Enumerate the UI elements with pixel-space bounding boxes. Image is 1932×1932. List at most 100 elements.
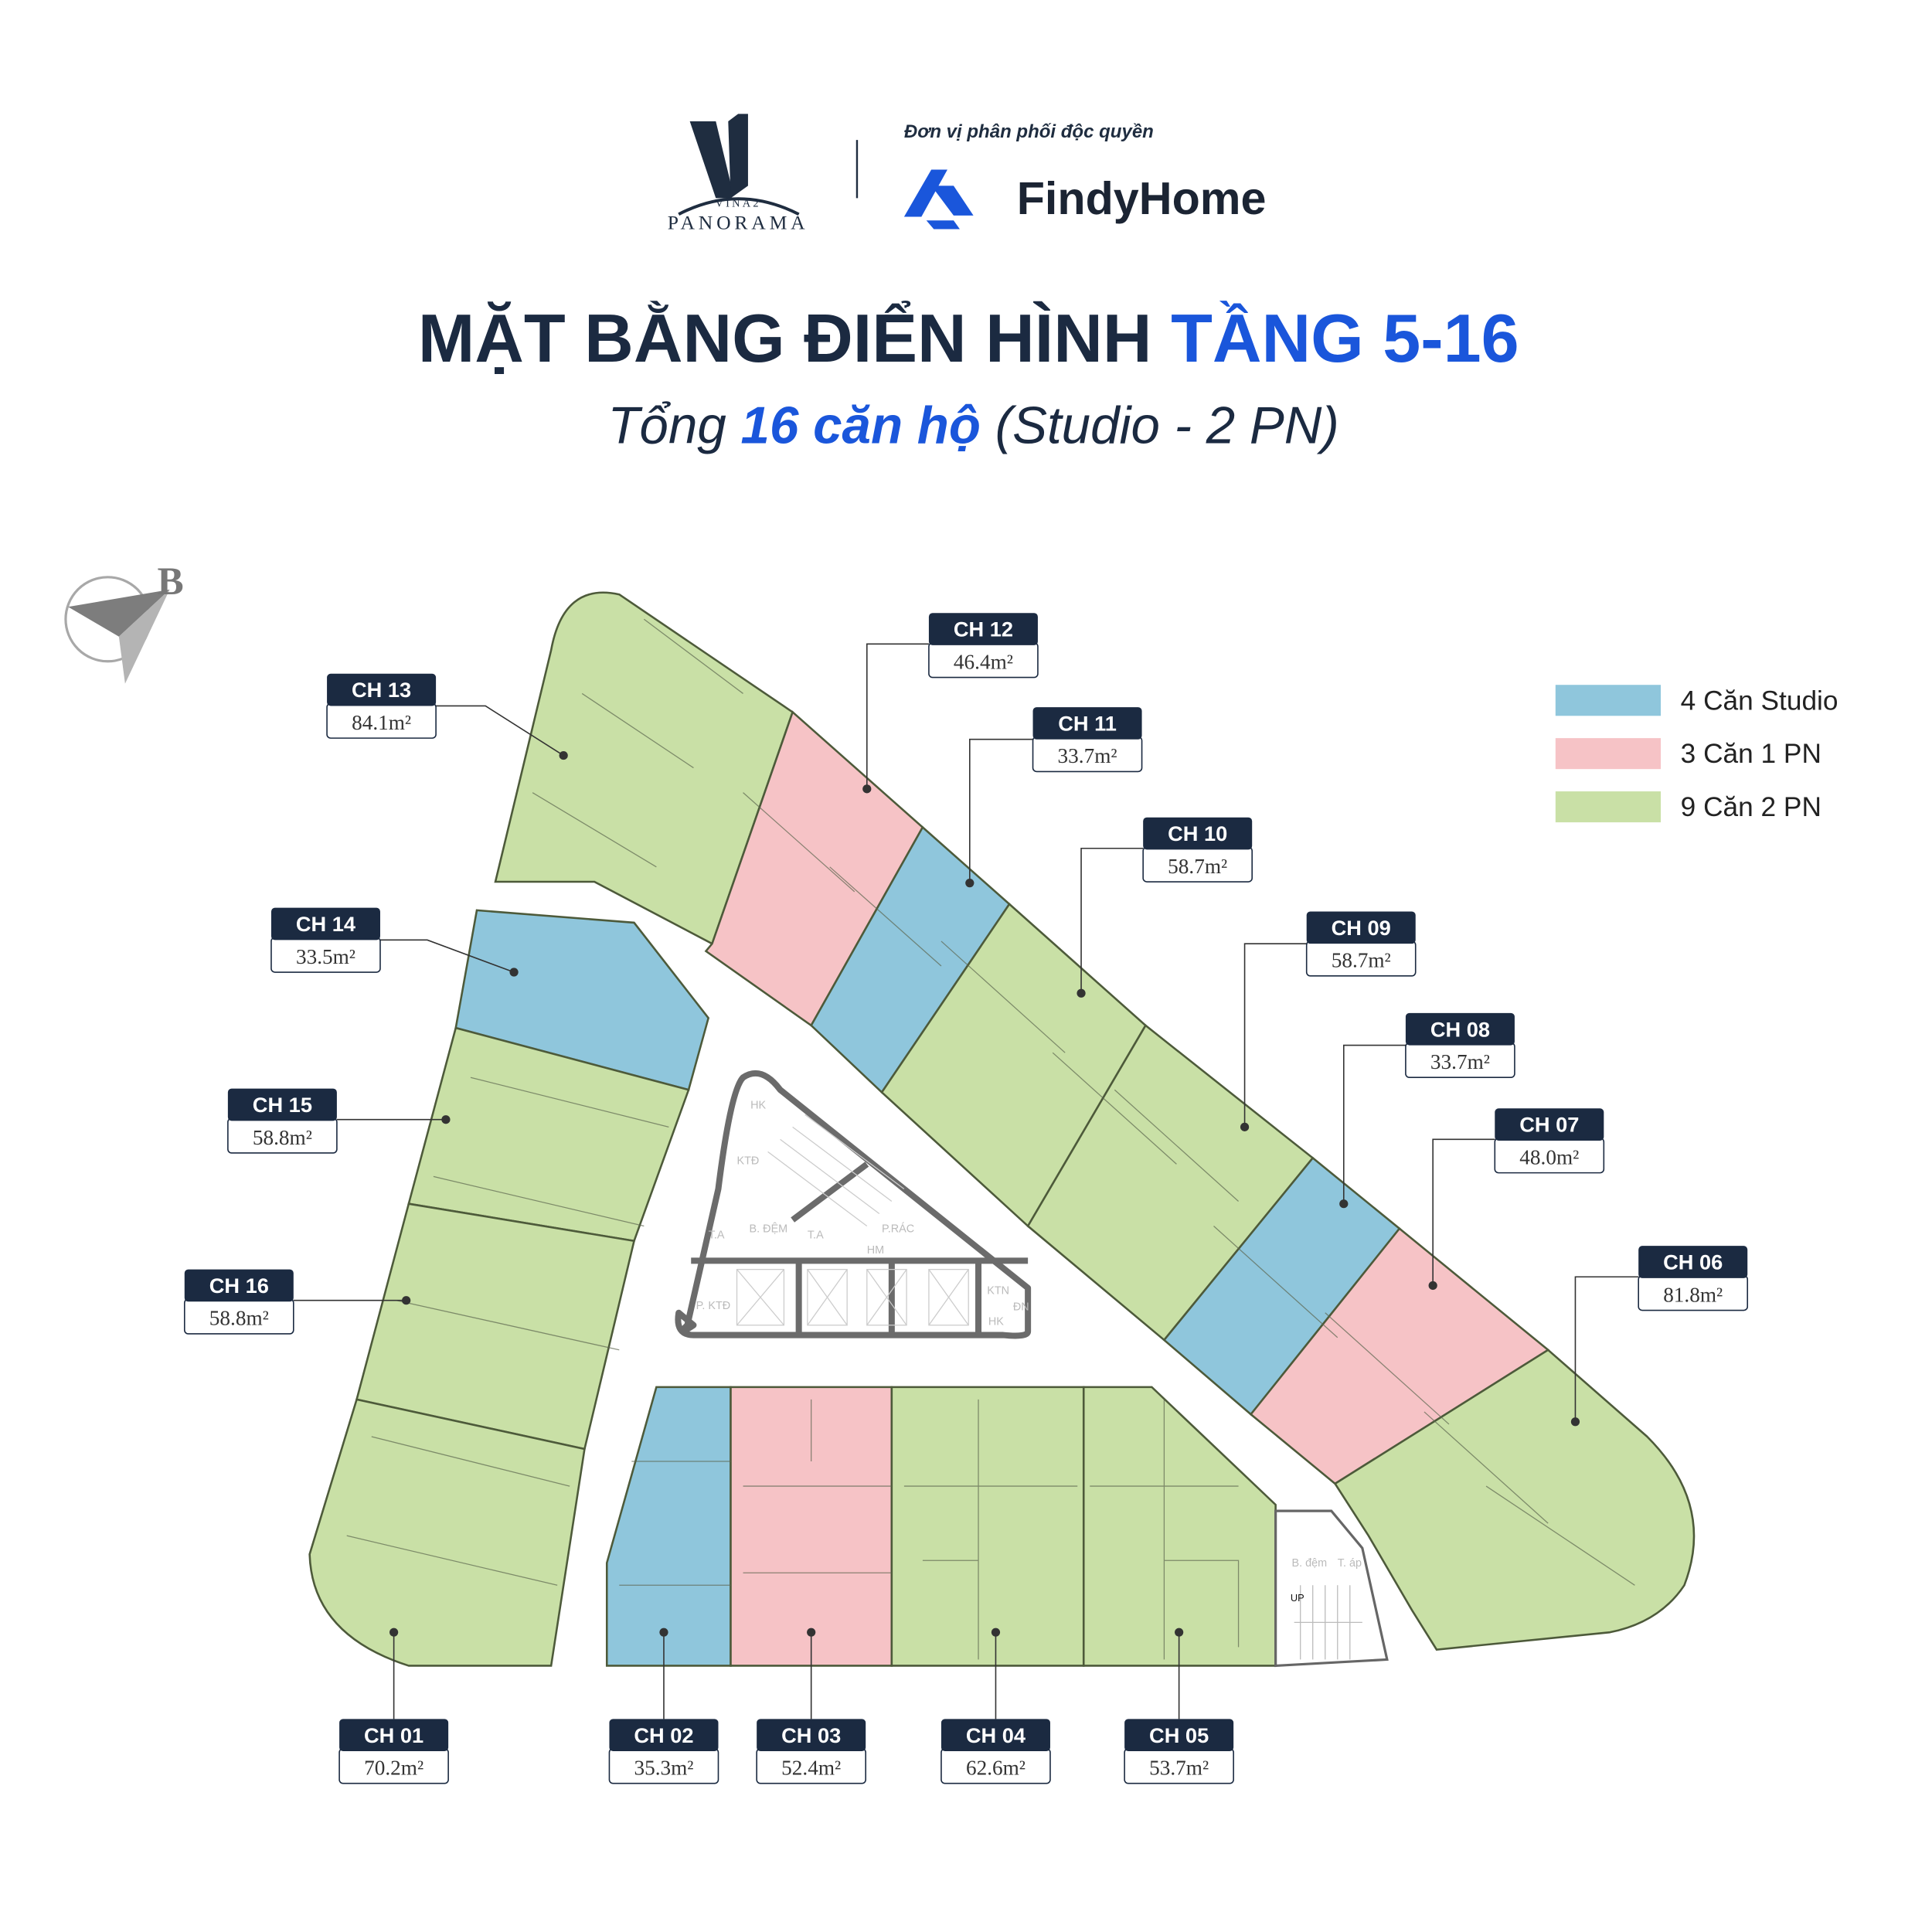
unit-id: CH 06 [1663,1250,1723,1274]
label-header [1032,707,1142,740]
unit-marker-dot [559,750,568,760]
unit-id: CH 01 [364,1723,423,1747]
unit-area: 33.5m² [296,945,355,968]
findyhome-logo: FindyHome [903,169,1267,230]
secondary-stair: B. đệm T. áp UP [1274,1509,1389,1668]
unit-label-ch05: CH 05 53.7m² [1124,1628,1234,1784]
leader-line [379,939,515,973]
units-layer [308,591,1696,1667]
legend-label: 9 Căn 2 PN [1681,792,1821,822]
unit-id: CH 15 [253,1093,312,1117]
svg-text:KTN: KTN [987,1285,1009,1298]
unit-area: 33.7m² [1430,1050,1490,1073]
unit-area: 58.7m² [1168,855,1227,878]
label-header [1495,1108,1604,1141]
unit-area: 33.7m² [1058,744,1117,767]
svg-text:HK: HK [750,1099,766,1111]
unit-label-ch01: CH 01 70.2m² [338,1628,449,1784]
unit-marker-dot [991,1628,1001,1637]
svg-text:P. KTĐ: P. KTĐ [696,1300,731,1312]
legend-swatch-two_bed [1555,791,1662,823]
unit-ch06[interactable] [1333,1349,1696,1651]
label-header [1306,911,1416,944]
unit-id: CH 08 [1430,1017,1490,1041]
svg-text:B. ĐỆM: B. ĐỆM [750,1223,788,1236]
unit-marker-dot [807,1628,816,1637]
unit-id: CH 05 [1149,1723,1209,1747]
unit-id: CH 11 [1058,712,1117,736]
unit-marker-dot [402,1296,411,1305]
unit-area: 46.4m² [954,650,1013,673]
svg-text:FindyHome: FindyHome [1017,172,1267,224]
unit-marker-dot [965,879,975,888]
svg-text:UP: UP [1291,1592,1304,1604]
unit-marker-dot [1175,1628,1184,1637]
vina2-panorama-logo: VINA2 PANORAMA [668,114,805,233]
unit-marker-dot [659,1628,668,1637]
svg-text:HK: HK [988,1316,1004,1328]
unit-area: 84.1m² [352,711,411,734]
leader-line [1574,1276,1639,1422]
unit-area: 53.7m² [1149,1756,1209,1779]
leader-line [969,738,1033,883]
unit-area: 70.2m² [364,1756,423,1779]
unit-label-ch04: CH 04 62.6m² [940,1628,1051,1784]
unit-ch14[interactable] [454,909,710,1091]
unit-label-ch08: CH 08 33.7m² [1339,1012,1515,1209]
unit-area: 35.3m² [634,1756,693,1779]
page-subtitle: Tổng 16 căn hộ (Studio - 2 PN) [607,397,1338,455]
elevator-stair-core: HK KTĐ B. ĐỆM T.A T.A HM P.RÁC P. KTĐ KT… [675,1070,1032,1339]
unit-area: 81.8m² [1663,1283,1723,1306]
unit-ch02[interactable] [605,1386,732,1667]
unit-label-ch09: CH 09 58.7m² [1240,911,1417,1131]
unit-id: CH 04 [966,1723,1026,1747]
legend-swatch-studio [1555,685,1662,716]
unit-ch04[interactable] [890,1386,1085,1667]
unit-label-ch10: CH 10 58.7m² [1077,817,1253,998]
unit-ch01[interactable] [308,1398,586,1667]
svg-text:P.RÁC: P.RÁC [882,1223,914,1236]
label-header [609,1719,719,1752]
legend-label: 4 Căn Studio [1681,685,1838,716]
unit-marker-dot [1428,1281,1437,1291]
unit-label-ch11: CH 11 33.7m² [965,707,1143,888]
unit-area: 62.6m² [966,1756,1026,1779]
legend-swatch-one_bed [1555,738,1662,770]
unit-id: CH 03 [781,1723,841,1747]
unit-marker-dot [1570,1417,1580,1427]
label-header [270,907,380,940]
unit-marker-dot [441,1115,451,1124]
label-header [940,1719,1050,1752]
unit-marker-dot [509,968,519,977]
unit-marker-dot [1240,1122,1250,1131]
unit-ch05[interactable] [1082,1386,1277,1667]
unit-id: CH 16 [209,1274,269,1298]
unit-marker-dot [1077,988,1086,998]
svg-text:B. đệm: B. đệm [1291,1557,1327,1570]
leader-line [1080,847,1144,994]
unit-area: 58.8m² [209,1307,269,1330]
label-header [1405,1012,1515,1046]
unit-area: 58.7m² [1332,949,1391,972]
page-title: MẶT BẰNG ĐIỂN HÌNH TẦNG 5-16 [418,300,1519,376]
unit-id: CH 07 [1519,1113,1579,1137]
leader-line [1243,943,1307,1128]
unit-label-ch16: CH 16 58.8m² [183,1269,411,1335]
unit-marker-dot [389,1628,399,1637]
unit-area: 52.4m² [781,1756,841,1779]
svg-text:HM: HM [867,1244,884,1257]
unit-id: CH 09 [1332,916,1391,940]
unit-label-ch03: CH 03 52.4m² [756,1628,866,1784]
svg-text:VINA2: VINA2 [716,198,761,210]
svg-text:T.A: T.A [709,1230,725,1242]
distributor-caption: Đơn vị phân phối độc quyền [904,121,1154,142]
svg-text:T.A: T.A [808,1230,824,1242]
leader-line [436,705,564,757]
unit-area: 58.8m² [253,1126,312,1149]
unit-id: CH 10 [1168,821,1227,845]
